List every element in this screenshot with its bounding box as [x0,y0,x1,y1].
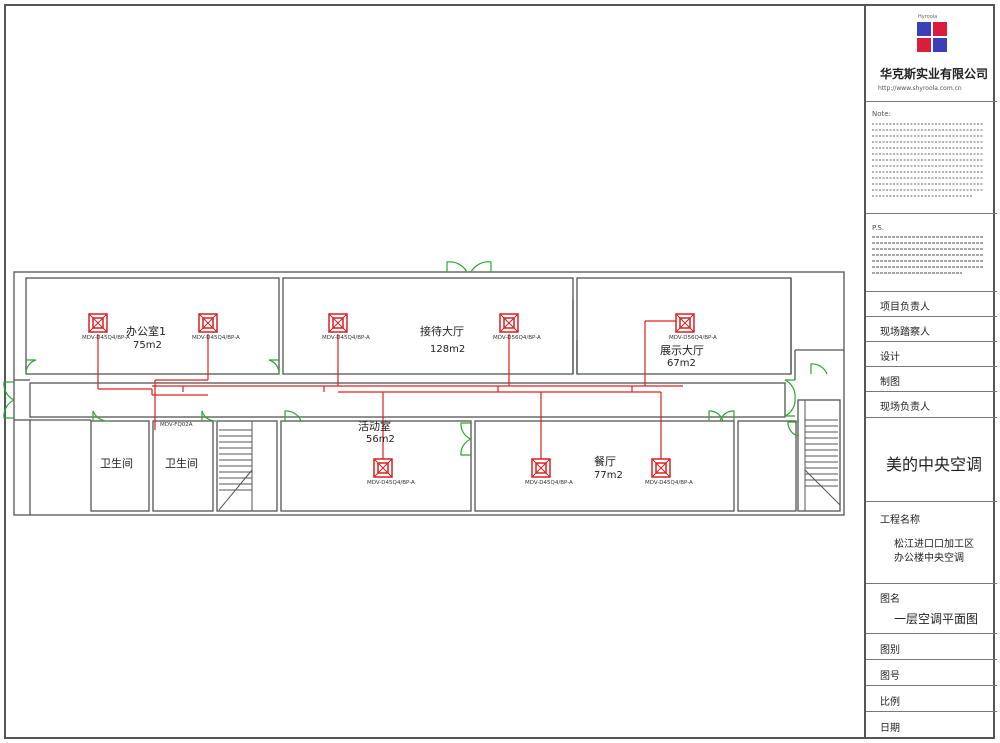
room-name-lobby: 接待大厅 [420,324,464,338]
company-url: http://www.shyroola.com.cn [878,85,962,92]
unit-label: MDV-D45Q4/BP-A [367,480,415,486]
role-label: 现场负责人 [880,402,930,413]
project-line1: 松江进口口加工区 [894,539,974,550]
room-name-wc1: 卫生间 [100,456,133,470]
ac-unit-u4 [499,313,519,333]
room-name-exhibit: 展示大厅 [660,343,704,357]
room-name-dining: 餐厅 [594,454,616,468]
field-row: 图别 [866,634,997,660]
room-name-activity: 活动室 [358,419,391,433]
logo-text: Hyroola [918,14,938,20]
drawing-frame [4,4,995,739]
role-label: 制图 [880,377,900,388]
wc2-wall [152,420,214,512]
dining-room-wall [474,420,735,512]
unit-label: MDV-D45Q4/BP-A [192,335,240,341]
unit-label: MDV-D45Q4/BP-A [645,480,693,486]
office-room-wall [25,277,280,375]
field-label: 比例 [880,697,900,708]
field-label: 图号 [880,671,900,682]
room-area-exhibit: 67m2 [667,358,696,369]
room-area-dining: 77m2 [594,470,623,481]
project-section: 工程名称 松江进口口加工区 办公楼中央空调 [866,502,997,584]
role-label: 项目负责人 [880,302,930,313]
notes-text-block [872,123,984,197]
field-label: 图别 [880,645,900,656]
unit-label: MDV-D45Q4/BP-A [322,335,370,341]
ac-unit-u7 [531,458,551,478]
ac-unit-u2 [198,313,218,333]
ps-label: P.S. [872,224,885,232]
floor-plan: MDV-D45Q4/BP-A MDV-D45Q4/BP-A MDV-D45Q4/… [3,261,845,516]
company-logo [917,22,947,52]
outer-wall-outer [13,271,845,516]
brand-name: 美的中央空调 [886,455,983,474]
stair-east [804,400,841,511]
field-label: 日期 [880,723,900,734]
refrigerant-piping [97,320,683,462]
ac-unit-u8 [651,458,671,478]
project-label: 工程名称 [880,515,920,526]
room-labels: 办公室1 75m2 接待大厅 128m2 展示大厅 67m2 活动室 56m2 … [100,324,704,481]
company-name: 华克斯实业有限公司 [880,67,989,81]
role-row: 现场踏察人 [866,317,997,342]
stair-west [218,421,253,511]
activity-room-wall [280,420,472,512]
role-row: 设计 [866,342,997,367]
company-section: Hyroola 华克斯实业有限公司 http://www.shyroola.co… [866,4,997,102]
drawing-name-section: 图名 一层空调平面图 [866,584,997,634]
room-area-office: 75m2 [133,340,162,351]
unit-label: MDV-D45Q4/BP-A [82,335,130,341]
role-row: 项目负责人 [866,292,997,317]
notes-section: Note: [866,102,997,214]
project-line2: 办公楼中央空调 [894,553,964,564]
drawing-label: 图名 [880,594,900,605]
corridor-wall [29,382,786,418]
stair-west-wall [216,420,278,512]
title-block: Hyroola 华克斯实业有限公司 http://www.shyroola.co… [864,4,997,739]
unit-labels: MDV-D45Q4/BP-A MDV-D45Q4/BP-A MDV-D45Q4/… [82,335,717,486]
field-row: 比例 [866,686,997,712]
room-name-wc2: 卫生间 [165,456,198,470]
field-row: 图号 [866,660,997,686]
brand-section: 美的中央空调 [866,418,997,502]
role-row: 制图 [866,367,997,392]
drawing-title: 一层空调平面图 [894,612,979,626]
room-area-activity: 56m2 [366,434,395,445]
ac-unit-u6 [373,458,393,478]
unit-label: MDV-D45Q4/BP-A [525,480,573,486]
wc1-wall [90,420,150,512]
ps-section: P.S. [866,214,997,292]
field-row: 日期 [866,712,997,737]
role-row: 现场负责人 [866,392,997,418]
ac-unit-u1 [88,313,108,333]
notes-label: Note: [872,110,891,118]
doors [3,261,828,456]
ac-unit-u5 [675,313,695,333]
room-name-office: 办公室1 [126,324,166,338]
role-label: 设计 [880,352,900,363]
ac-unit-u3 [328,313,348,333]
room-area-lobby: 128m2 [430,344,465,355]
ps-text-block [872,236,984,274]
role-label: 现场踏察人 [880,327,930,338]
unit-label: MDV-D56Q4/BP-A [669,335,717,341]
unit-label: MDV-D56Q4/BP-A [493,335,541,341]
branch-label: MDV-FQ02A [160,422,193,428]
store-room-wall [737,420,797,512]
stair-east-wall [797,399,841,512]
